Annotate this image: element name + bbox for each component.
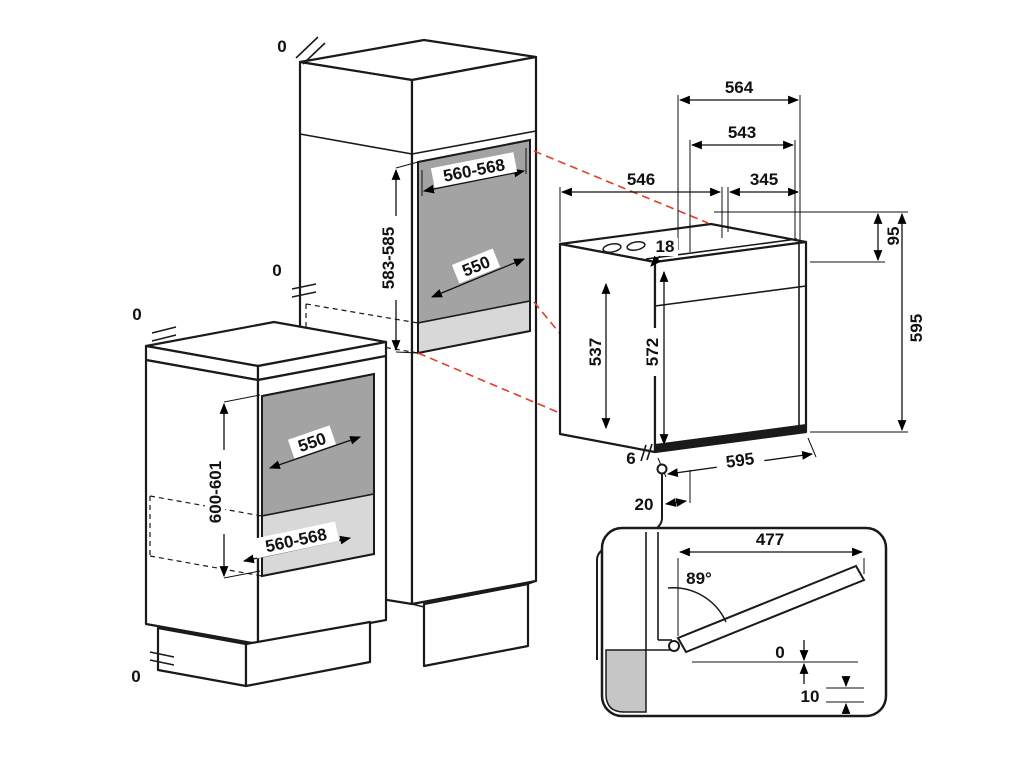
dim-base-niche-height: 600-601 xyxy=(206,461,225,523)
tall-clearance-top: 0 xyxy=(277,36,326,65)
dim-oven-height-595: 595 xyxy=(907,314,926,342)
pivot-reference-marker xyxy=(656,463,668,475)
dim-oven-564: 564 xyxy=(725,78,754,97)
dim-oven-572: 572 xyxy=(643,338,662,366)
tall-niche-height-dim: 583-585 xyxy=(378,161,419,354)
door-detail-inset: 89° 477 0 10 xyxy=(600,526,888,718)
oven-bottom-dims: 595 6 20 xyxy=(596,437,817,660)
dim-oven-width-595: 595 xyxy=(725,449,756,472)
oven-front-face xyxy=(653,240,808,454)
dim-door-0: 0 xyxy=(775,643,784,662)
tall-niche-depth-dim: 550 xyxy=(430,248,526,298)
door-clearance-zero: 0 xyxy=(692,640,858,684)
dim-oven-546: 546 xyxy=(627,170,655,189)
oven-door-bottom-band xyxy=(655,424,806,452)
dim-tall-clearance-side: 0 xyxy=(272,261,281,280)
door-hinge-pivot xyxy=(668,640,680,652)
tall-cabinet-plinth xyxy=(411,580,537,668)
dim-base-clearance-top: 0 xyxy=(132,305,141,324)
oven: 564 543 546 345 95 595 xyxy=(558,78,926,660)
oven-vent-slot xyxy=(626,241,646,251)
base-cabinet-plinth xyxy=(156,620,372,688)
dim-oven-20: 20 xyxy=(635,495,654,514)
dim-oven-18: 18 xyxy=(656,237,675,256)
oven-trim-dim: 18 xyxy=(650,237,678,267)
dim-oven-537: 537 xyxy=(586,338,605,366)
dim-tall-clearance-top: 0 xyxy=(277,37,286,56)
inset-cabinet-lines xyxy=(645,532,678,651)
oven-body-dims: 537 572 18 xyxy=(585,237,678,446)
base-cabinet: 550 560-568 600-601 0 0 xyxy=(131,305,388,688)
projection-line-top xyxy=(533,150,709,224)
oven-gap-6: 6 xyxy=(626,443,653,468)
base-clearance-top: 0 xyxy=(132,305,177,342)
tall-cabinet-divider-lines xyxy=(299,130,537,155)
dim-door-477: 477 xyxy=(756,530,784,549)
dim-oven-6: 6 xyxy=(626,449,635,468)
oven-vent-slot xyxy=(602,243,622,253)
dim-oven-345: 345 xyxy=(750,170,778,189)
tall-niche-opening xyxy=(417,138,531,355)
dim-door-10: 10 xyxy=(801,687,820,706)
door-length-dim: 477 xyxy=(677,530,865,636)
inset-cabinet-section xyxy=(605,649,647,713)
base-clearance-bottom: 0 xyxy=(131,651,175,686)
dim-tall-niche-height: 583-585 xyxy=(379,227,398,289)
open-door xyxy=(676,564,866,654)
dim-opening-angle: 89° xyxy=(686,569,712,588)
base-niche-height-dim: 600-601 xyxy=(205,394,261,579)
dim-oven-543: 543 xyxy=(728,123,756,142)
oven-clearance-20: 20 xyxy=(635,470,691,514)
dim-base-clearance-bottom: 0 xyxy=(131,667,140,686)
opening-angle-arc xyxy=(667,587,727,623)
door-clearance-bottom: 10 xyxy=(801,676,864,714)
tall-clearance-side: 0 xyxy=(272,261,317,298)
base-niche-opening xyxy=(261,372,375,578)
oven-left-face xyxy=(558,242,657,454)
oven-top-dims: 564 543 546 345 xyxy=(559,78,801,252)
dim-oven-95: 95 xyxy=(884,227,903,246)
oven-right-dims: 95 595 xyxy=(714,211,926,433)
base-cabinet-left-face xyxy=(144,358,260,646)
